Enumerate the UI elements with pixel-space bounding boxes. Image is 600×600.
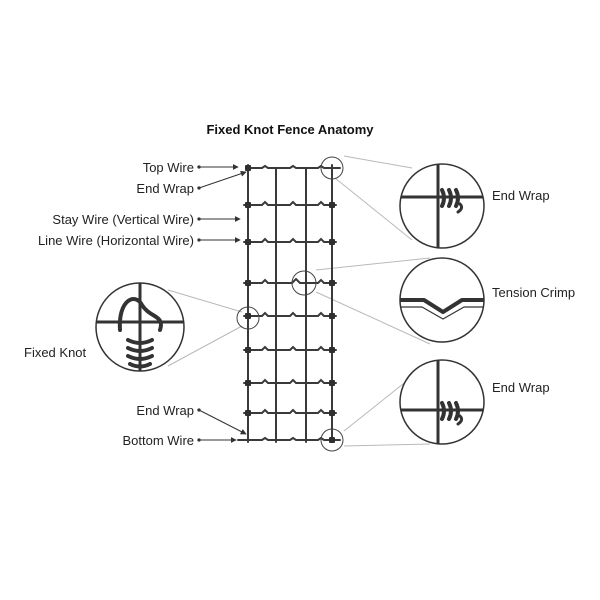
callout-fixed-knot [236, 306, 260, 330]
callout-tension-crimp [291, 270, 317, 296]
detail-end-wrap-top [399, 163, 485, 249]
line-wire [243, 408, 337, 414]
label-stay-wire: Stay Wire (Vertical Wire) [52, 212, 194, 227]
callout-end-wrap-bottom [320, 428, 344, 452]
callout-end-wrap-top [320, 156, 344, 180]
line-wire [243, 378, 337, 384]
line-wire [243, 237, 337, 243]
detail-end-wrap-bottom [399, 359, 485, 445]
top-wire [247, 164, 341, 169]
label-top-wire: Top Wire [142, 160, 194, 175]
label-bottom-wire: Bottom Wire [122, 433, 194, 448]
detail-fixed-knot [95, 282, 185, 372]
fence-knots [245, 165, 335, 443]
label-tension-crimp-detail: Tension Crimp [492, 285, 576, 300]
fence-callout-circles [236, 156, 344, 452]
line-wire [243, 200, 337, 206]
label-pointers [197, 164, 247, 443]
fence [237, 164, 341, 443]
label-end-wrap-detail-bottom: End Wrap [492, 380, 550, 395]
label-end-wrap-detail-top: End Wrap [492, 188, 550, 203]
line-wire [243, 277, 337, 284]
leader-lines [167, 155, 431, 447]
label-fixed-knot: Fixed Knot [24, 345, 87, 360]
label-end-wrap-top: End Wrap [136, 181, 194, 196]
label-line-wire: Line Wire (Horizontal Wire) [37, 233, 194, 248]
line-wire [243, 311, 337, 317]
line-wire [243, 345, 337, 351]
label-end-wrap-bottom: End Wrap [136, 403, 194, 418]
detail-tension-crimp [399, 257, 485, 343]
bottom-wire [237, 436, 341, 441]
diagram-title: Fixed Knot Fence Anatomy [206, 122, 374, 137]
